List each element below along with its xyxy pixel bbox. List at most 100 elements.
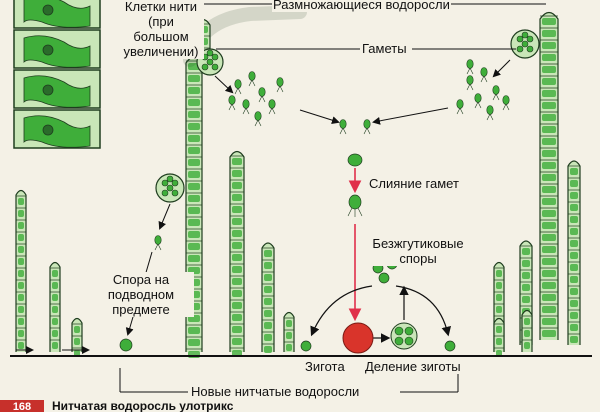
label-new-algae: Новые нитчатые водоросли [190, 384, 361, 399]
cell-content [542, 30, 556, 37]
leader-lines [10, 3, 592, 393]
cell-content [232, 314, 242, 321]
label-spore-on-object: Спора на подводном предмете [88, 272, 194, 317]
division-cell [404, 326, 414, 336]
settled-spore-center [300, 340, 312, 352]
cell-content [18, 282, 24, 289]
division-cell [394, 336, 404, 346]
cell-content [542, 210, 556, 217]
gamete-left [248, 71, 256, 87]
new-filament [283, 311, 295, 352]
cell-content [570, 228, 578, 235]
gamete-flagella [456, 107, 464, 115]
gamete-flagella [234, 87, 242, 95]
cell-content [188, 255, 200, 262]
cell-content [542, 126, 556, 133]
label-flagellaless-spores: Безжгутиковые споры [362, 236, 474, 266]
cell-content [542, 78, 556, 85]
cell-content [232, 266, 242, 273]
cell-content [542, 102, 556, 109]
settled-spore-right [444, 340, 456, 352]
gamete-body [258, 87, 266, 97]
cell-content [542, 258, 556, 265]
cell-content [542, 330, 556, 337]
arrow-to-swim-spore [158, 203, 171, 230]
cell-content [52, 330, 58, 337]
dividing-zygote [390, 322, 418, 350]
cell-content [264, 262, 272, 269]
cell-content [232, 206, 242, 213]
cell-content [542, 306, 556, 313]
cell-content [188, 75, 200, 82]
cell-content [542, 18, 556, 25]
cell-content [232, 290, 242, 297]
gamete-left [268, 99, 276, 115]
cell-content [232, 230, 242, 237]
cell-content [52, 342, 58, 349]
figure-caption: Нитчатая водоросль улотрикс [52, 400, 234, 412]
nucleus [42, 124, 54, 136]
gamete-flagella [339, 127, 347, 135]
cell-content [570, 312, 578, 319]
cell-content [232, 218, 242, 225]
gamete-right [466, 59, 474, 75]
cell-content [232, 182, 242, 189]
division-cell [404, 336, 414, 346]
cell-content [188, 159, 200, 166]
gamete-body [154, 235, 162, 245]
figure-number: 168 [0, 400, 44, 412]
gamete-flagella [154, 243, 162, 251]
cell-content [542, 42, 556, 49]
cell-content [524, 342, 530, 349]
cell-content [264, 298, 272, 305]
gamete-body [492, 85, 500, 95]
cell-content [18, 294, 24, 301]
gamete-right [486, 105, 494, 121]
cell-content [286, 344, 292, 351]
cell-content [570, 216, 578, 223]
cell-content [522, 248, 530, 255]
filament-wall [493, 317, 505, 352]
spore-cell [211, 63, 219, 71]
cell-content [232, 278, 242, 285]
cell-content [188, 171, 200, 178]
cell-content [188, 243, 200, 250]
gamete-body [339, 119, 347, 129]
arrow-spore-to-left [310, 285, 373, 337]
cell-content [18, 258, 24, 265]
cell-content [542, 282, 556, 289]
cell-content [232, 158, 242, 165]
cell-content [18, 222, 24, 229]
spore-cell [161, 179, 169, 187]
gamete-flagella [276, 85, 284, 93]
label-zygote: Зиготa [304, 359, 346, 374]
spore-cell [206, 58, 214, 66]
cell-content [188, 183, 200, 190]
sporangium-left-mid [155, 173, 185, 203]
cell-content [52, 270, 58, 277]
gamete-right [474, 93, 482, 109]
cell-content [188, 123, 200, 130]
cell-content [18, 246, 24, 253]
cell-content [188, 147, 200, 154]
gamete-flagella [363, 127, 371, 135]
cell-content [542, 294, 556, 301]
sporangium-right-top [510, 29, 540, 59]
zygote [342, 322, 374, 354]
spore-cell [521, 31, 529, 39]
chloroplast [23, 0, 91, 28]
cell-content [188, 327, 200, 334]
nucleus [42, 4, 54, 16]
filament-right-2 [567, 160, 581, 345]
cell-content [496, 338, 502, 345]
cell-content [232, 338, 242, 345]
gamete-flagella [466, 83, 474, 91]
gamete-left [258, 87, 266, 103]
arrow-to-fusion-right [372, 107, 449, 125]
gamete-right [480, 67, 488, 83]
cell-content [542, 66, 556, 73]
gamete-body [486, 105, 494, 115]
chloroplast [23, 35, 91, 68]
cell-content [232, 194, 242, 201]
gamete-body [242, 99, 250, 109]
